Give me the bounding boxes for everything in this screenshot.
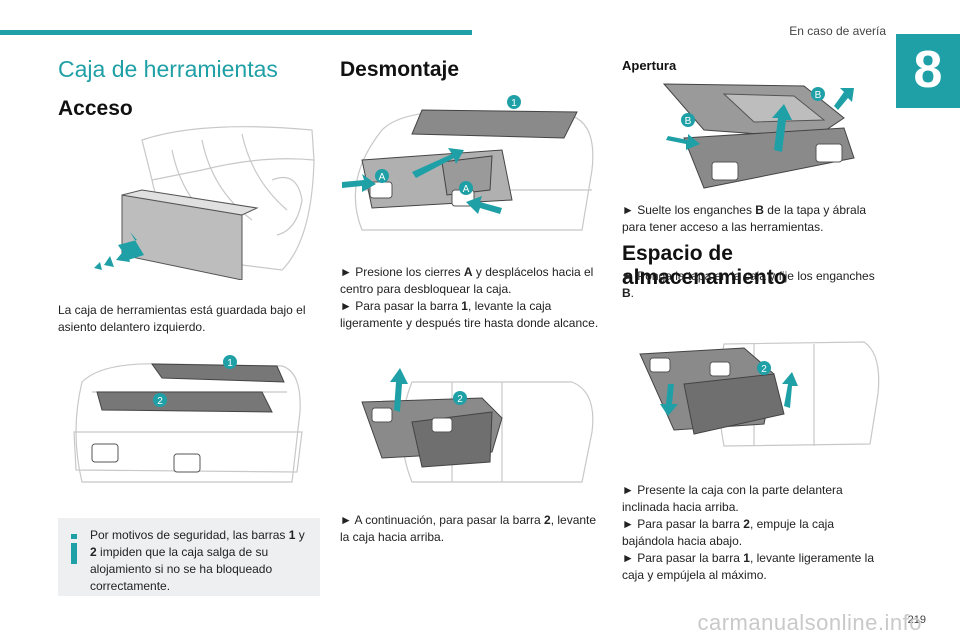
top-accent-bar xyxy=(0,30,472,35)
column-2: Desmontaje xyxy=(340,58,602,82)
safety-note: Por motivos de seguridad, las barras 1 y… xyxy=(58,518,320,596)
svg-text:1: 1 xyxy=(227,358,233,369)
callout-b-left-icon: B xyxy=(681,113,695,127)
step-s1: ► Presente la caja con la parte delanter… xyxy=(622,483,843,514)
step-2: ► Para pasar la barra 1, levante la caja… xyxy=(340,299,599,330)
espacio-steps: ► Presente la caja con la parte delanter… xyxy=(622,482,884,584)
insert-box-illustration: 2 xyxy=(639,341,880,447)
step-3: ► A continuación, para pasar la barra 2,… xyxy=(340,513,597,544)
callout-1-icon: 1 xyxy=(223,355,237,369)
callout-a-right-icon: A xyxy=(459,181,473,195)
lift-box-illustration: 2 xyxy=(361,368,594,483)
note-text: Por motivos de seguridad, las barras 1 y… xyxy=(90,528,305,593)
page-number: 219 xyxy=(907,614,926,626)
chapter-tab: 8 xyxy=(896,34,960,108)
watermark: carmanualsonline.info xyxy=(697,610,922,635)
apertura-text: ► Suelte los enganches B de la tapa y áb… xyxy=(622,203,867,234)
unlock-latches-illustration: A A 1 xyxy=(342,95,594,231)
step-s3: ► Para pasar la barra 1, levante ligeram… xyxy=(622,551,875,582)
arrow-icon xyxy=(94,232,144,270)
acceso-heading: Acceso xyxy=(58,97,133,120)
step-1: ► Presione los cierres A y desplácelos h… xyxy=(340,265,594,296)
svg-text:1: 1 xyxy=(511,98,517,109)
page-title: Caja de herramientas xyxy=(58,56,278,82)
seat-toolbox-illustration xyxy=(94,126,315,280)
espacio-heading: Espacio de almacenamiento xyxy=(622,242,787,289)
info-icon xyxy=(71,534,77,564)
espacio-text: ► Ponga la tapa en la caja y fije los en… xyxy=(622,269,875,300)
desmontaje-steps: ► Presione los cierres A y desplácelos h… xyxy=(340,264,602,332)
svg-text:2: 2 xyxy=(761,364,767,375)
open-lid-illustration: B B xyxy=(662,83,855,189)
desmontaje-heading: Desmontaje xyxy=(340,58,460,81)
svg-text:2: 2 xyxy=(157,396,163,407)
apertura-heading: Apertura xyxy=(622,58,677,73)
callout-a-left-icon: A xyxy=(375,169,389,183)
section-title: En caso de avería xyxy=(789,24,886,38)
callout-2-icon: 2 xyxy=(153,393,167,407)
acceso-text: La caja de herramientas está guardada ba… xyxy=(58,303,306,334)
svg-text:B: B xyxy=(815,90,822,101)
callout-1-icon: 1 xyxy=(507,95,521,109)
column-3: Apertura xyxy=(622,58,884,73)
svg-text:B: B xyxy=(685,116,692,127)
callout-2-icon: 2 xyxy=(757,361,771,375)
callout-2-icon: 2 xyxy=(453,391,467,405)
svg-text:2: 2 xyxy=(457,394,463,405)
column-1: Caja de herramientas Acceso xyxy=(58,50,320,121)
svg-text:A: A xyxy=(463,184,470,195)
step-s2: ► Para pasar la barra 2, empuje la caja … xyxy=(622,517,834,548)
svg-text:A: A xyxy=(379,172,386,183)
seat-frame-bars-illustration: 1 2 xyxy=(73,355,303,483)
callout-b-top-icon: B xyxy=(811,87,825,101)
